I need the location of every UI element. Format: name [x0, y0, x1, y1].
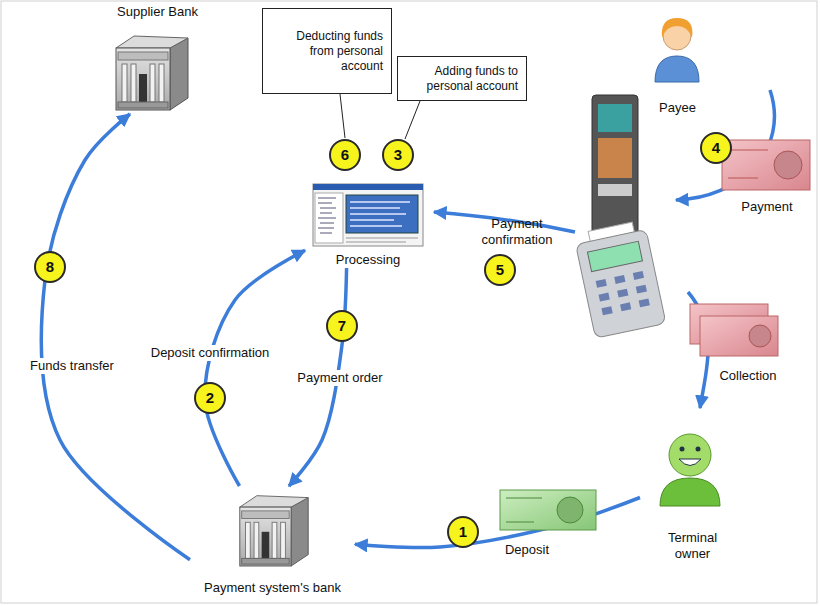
banknote	[500, 490, 596, 530]
node-label: Supplier Bank	[117, 4, 198, 20]
bank-icon	[240, 496, 308, 566]
callout-box: Deducting funds from personal account	[262, 8, 392, 94]
callout-number: 7	[326, 310, 358, 342]
processing-screenshot	[313, 184, 423, 246]
payee-icon	[655, 18, 699, 82]
node-label: Terminal owner	[653, 530, 733, 562]
callout-number: 6	[329, 139, 361, 171]
node-box: Payee	[635, 4, 720, 116]
node-label: Payee	[659, 100, 696, 116]
edge-label: Deposit	[502, 542, 552, 558]
callout-text: Deducting funds from personal account	[271, 29, 383, 74]
node-label: Processing	[336, 252, 400, 268]
bank-icon	[116, 36, 188, 110]
banknote	[722, 140, 810, 190]
node-box: Processing	[305, 180, 431, 268]
flow-arrow	[434, 90, 774, 408]
edge-label: Funds transfer	[27, 358, 117, 374]
flow-arrow	[355, 498, 640, 548]
flow-arrow	[41, 114, 190, 560]
callout-number: 5	[484, 254, 516, 286]
edge-label: Deposit confirmation	[148, 345, 273, 361]
flow-label: Collection	[719, 368, 776, 384]
banknote	[690, 304, 778, 356]
flow-arrow	[205, 250, 305, 486]
node-label: Payment system's bank	[204, 580, 341, 596]
callout-number: 8	[34, 251, 66, 283]
flow-label: Payment	[741, 199, 792, 215]
callout-number: 2	[194, 382, 226, 414]
callout-text: Adding funds to personal account	[406, 64, 518, 94]
owner-icon	[660, 434, 720, 506]
callout-box: Adding funds to personal account	[397, 56, 527, 101]
node-box: Terminal owner	[640, 412, 745, 562]
callout-number: 1	[447, 516, 479, 548]
flow-label: Payment confirmation	[472, 216, 562, 248]
payment-terminal	[573, 95, 665, 338]
node-box: Payment system's bank	[190, 486, 355, 596]
node-box: Supplier Bank	[100, 4, 215, 114]
callout-number: 3	[382, 139, 414, 171]
callout-number: 4	[700, 132, 732, 164]
edge-label: Payment order	[294, 370, 385, 386]
